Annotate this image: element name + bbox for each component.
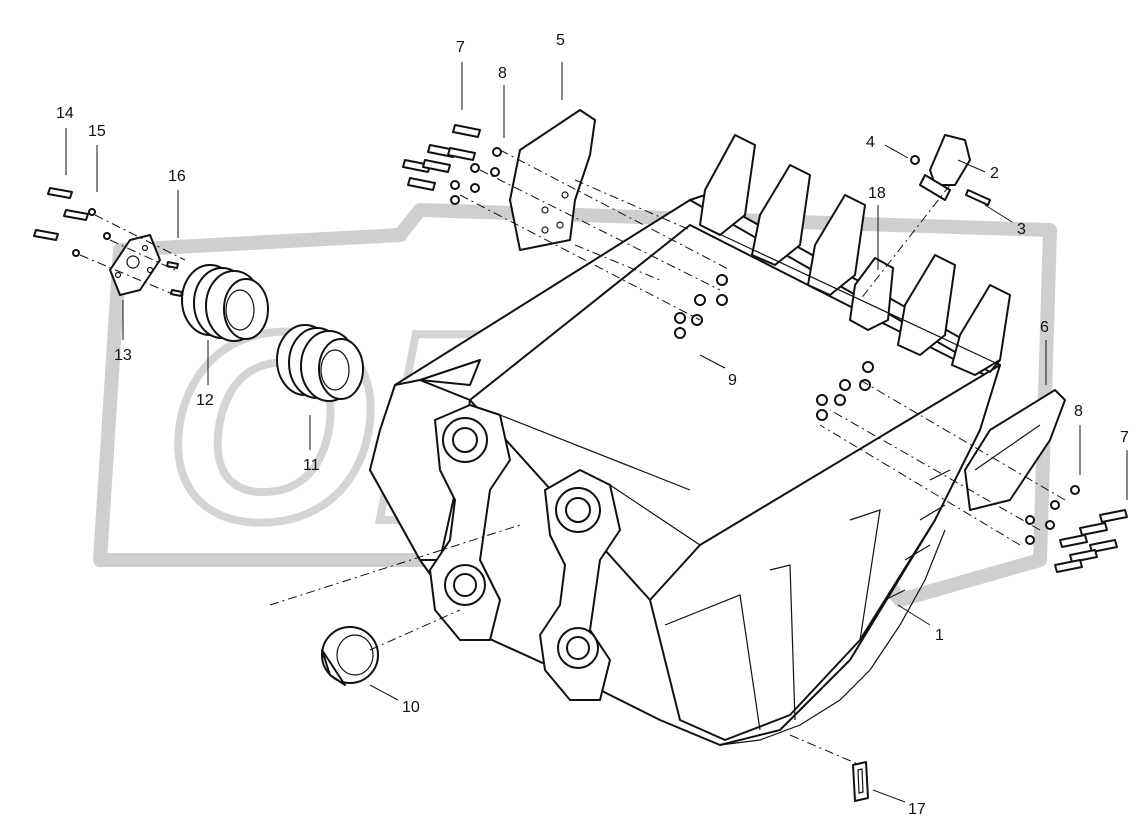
callout-6: 6 [1040,319,1049,336]
nuts [674,274,874,421]
callout-4: 4 [866,134,875,151]
callout-5: 5 [556,32,565,49]
callout-7-right: 7 [1120,429,1129,446]
callout-8-top: 8 [498,65,507,82]
callout-8-right: 8 [1074,403,1083,420]
plate-17 [852,761,869,802]
callout-9: 9 [728,372,737,389]
side-cutter-left [509,109,596,251]
spring-11 [276,324,364,402]
callout-16: 16 [168,168,186,185]
tooth-assembly [910,134,991,206]
bolts-left [402,124,502,205]
callout-17: 17 [908,801,926,818]
callout-3: 3 [1017,221,1026,238]
callout-1: 1 [935,627,944,644]
side-cutter-right [964,389,1066,511]
callout-14: 14 [56,105,74,122]
callouts: 1 2 3 4 5 6 7 7 8 8 9 10 11 12 13 14 15 … [56,32,1129,818]
callout-18: 18 [868,185,886,202]
callout-15: 15 [88,123,106,140]
callout-12: 12 [196,392,214,409]
callout-11: 11 [303,457,320,474]
callout-10: 10 [402,699,420,716]
bolts-14 [33,187,183,297]
spring-12 [181,264,269,342]
teeth-row [699,134,1011,376]
alignment-lines [79,149,1066,766]
callout-13: 13 [114,347,132,364]
bushing-10 [321,626,379,686]
leader-lines [65,62,1128,803]
plate-13 [109,234,161,296]
callout-2: 2 [990,165,999,182]
callout-7-top: 7 [456,39,465,56]
bolts-right [1025,485,1128,573]
